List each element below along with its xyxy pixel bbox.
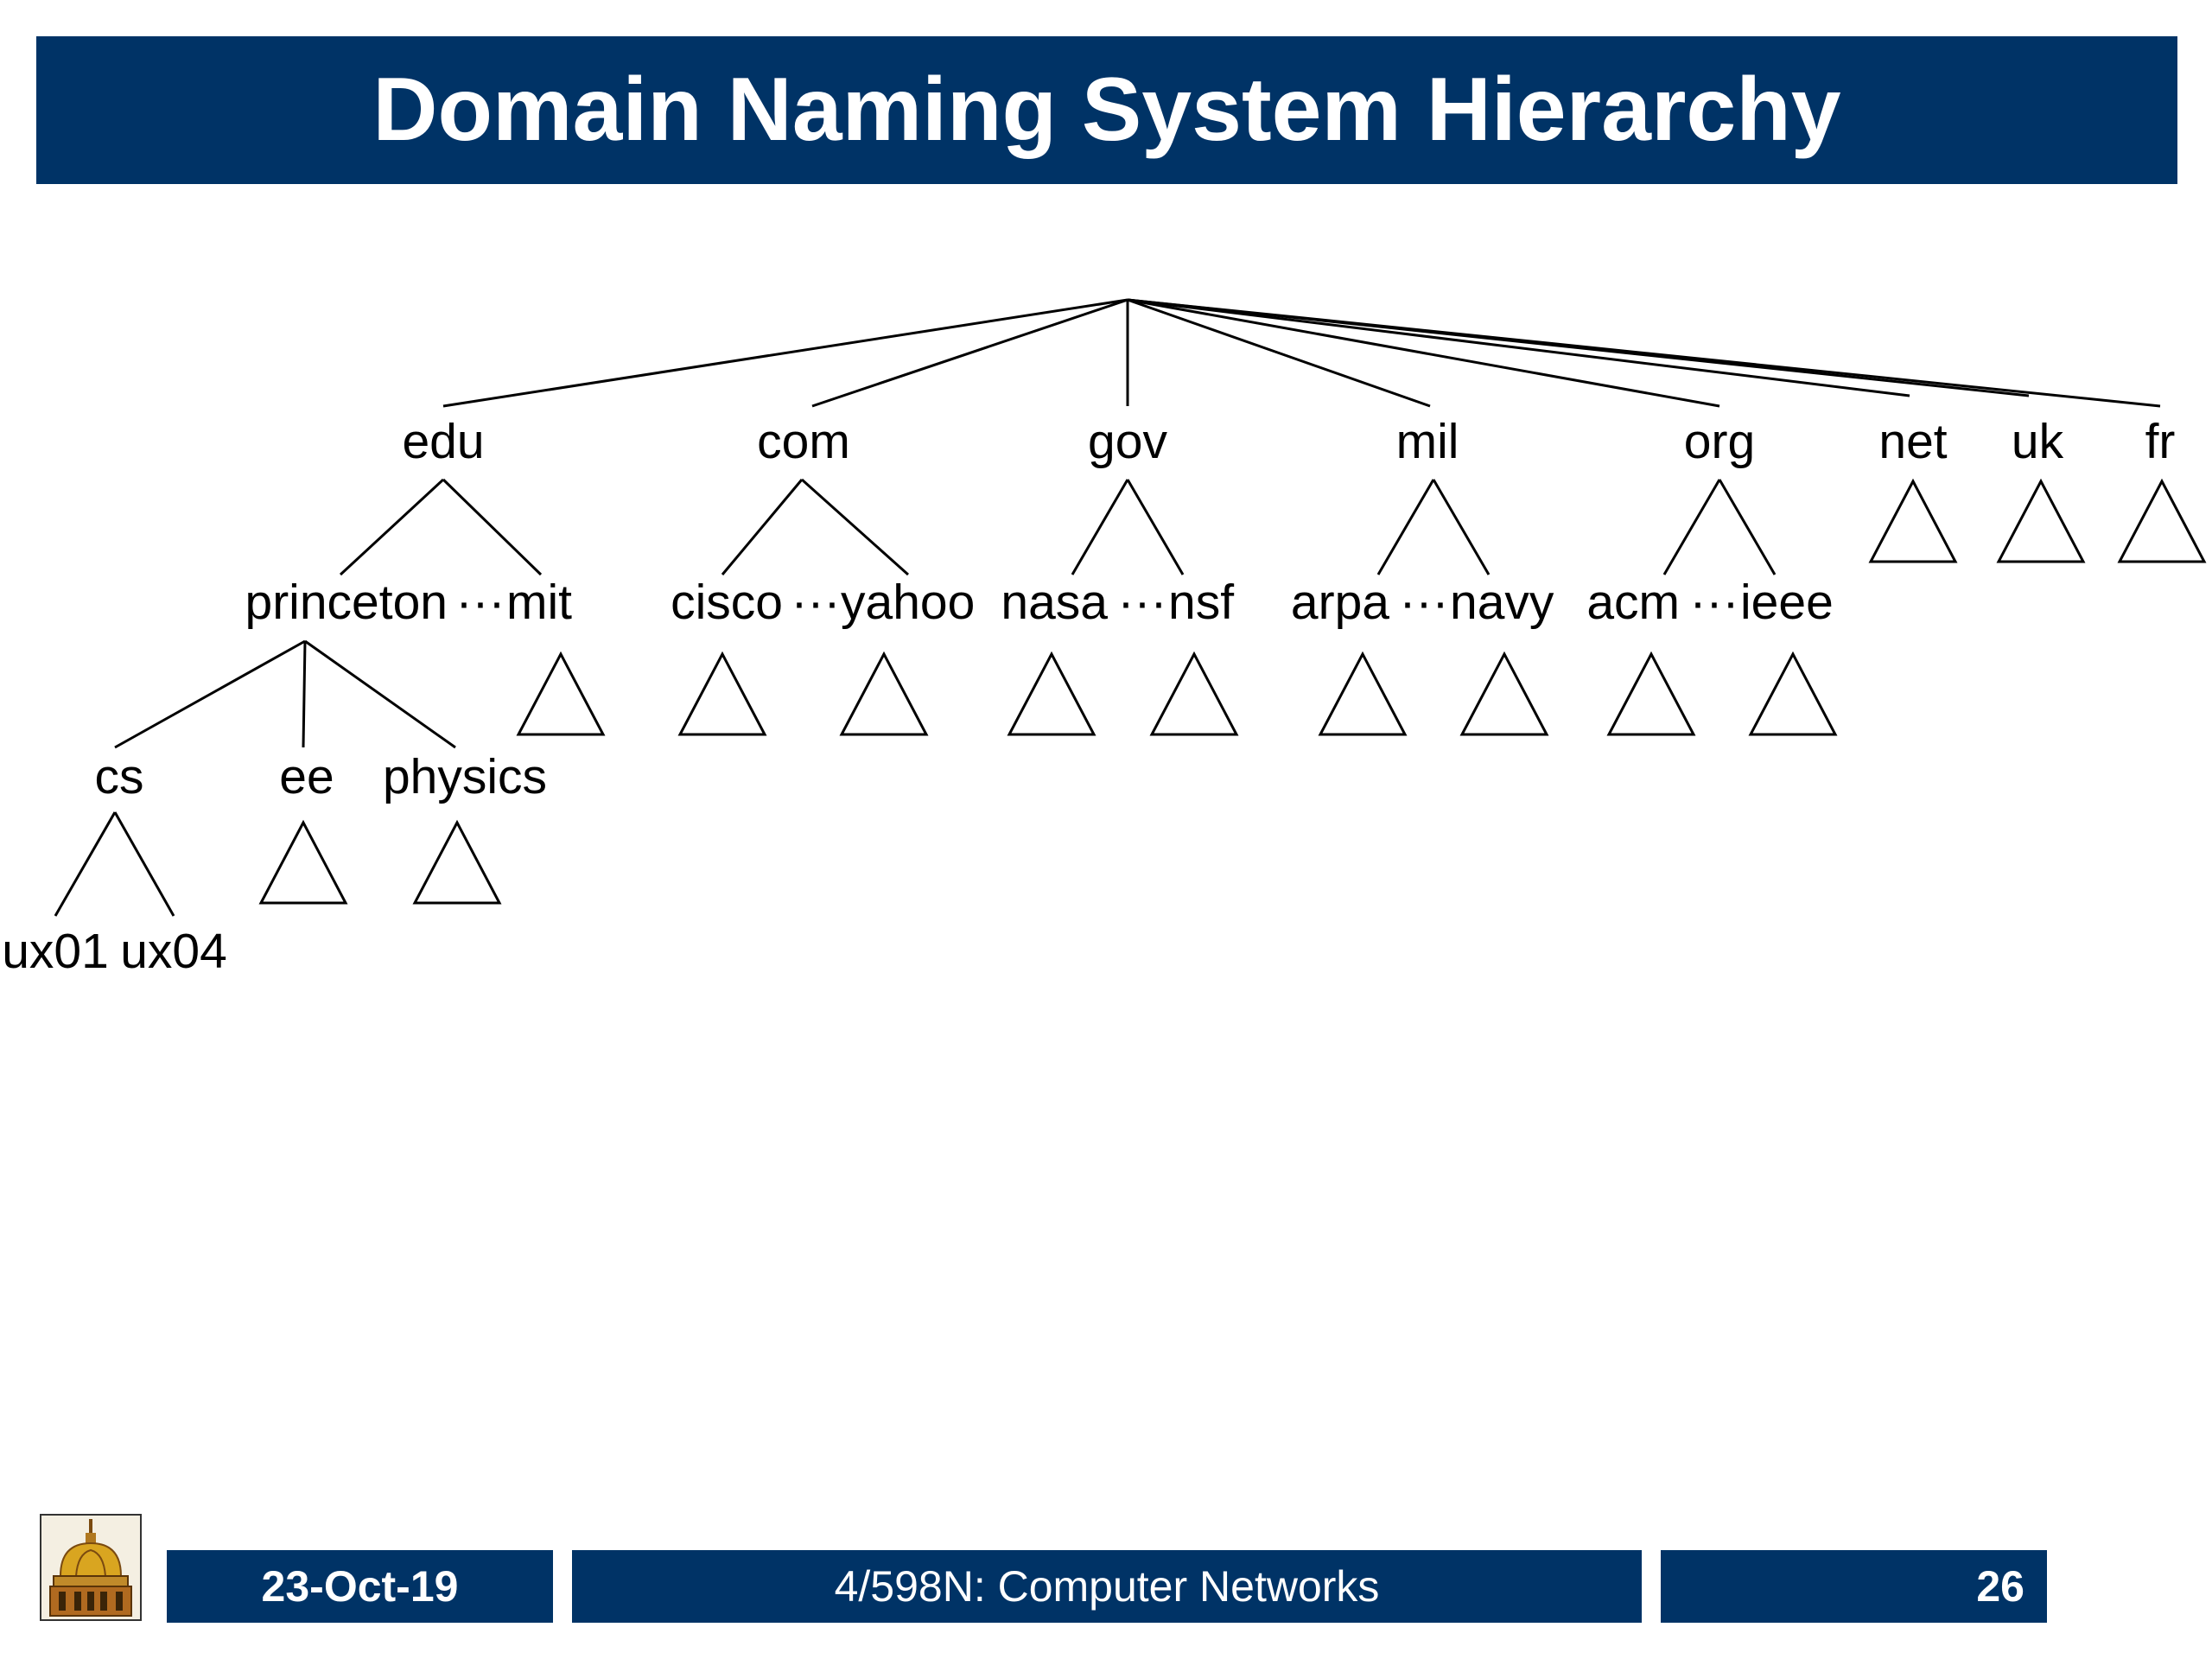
node-ee: ee: [279, 749, 334, 804]
slide-title: Domain Naming System Hierarchy: [36, 36, 2177, 184]
node-navy: navy: [1450, 575, 1554, 630]
node-uk: uk: [2012, 414, 2064, 469]
triangle-icon: [1748, 651, 1838, 736]
triangle-icon: [1868, 478, 1958, 563]
edge-gov-nsf: [1126, 479, 1185, 575]
edge-root-edu: [442, 298, 1128, 408]
node-mit: mit: [506, 575, 572, 630]
edge-mil-arpa: [1376, 479, 1435, 575]
node-nsf: nsf: [1168, 575, 1234, 630]
golden-dome-logo-icon: [40, 1514, 142, 1621]
edge-root-net: [1127, 298, 1910, 397]
ellipsis: ···: [791, 575, 841, 630]
footer-course-title: 4/598N: Computer Networks: [572, 1550, 1642, 1623]
triangle-icon: [1459, 651, 1549, 736]
edge-root-mil: [1127, 298, 1431, 408]
edge-root-fr: [1127, 298, 2161, 408]
triangle-icon: [1007, 651, 1096, 736]
node-fr: fr: [2145, 414, 2176, 469]
node-ieee: ieee: [1740, 575, 1834, 630]
edge-root-org: [1127, 298, 1720, 408]
edge-gov-nasa: [1071, 479, 1129, 575]
node-cisco: cisco: [671, 575, 783, 630]
footer-page-number: 26: [1661, 1550, 2047, 1623]
triangle-icon: [516, 651, 606, 736]
edge-princeton-ee: [302, 640, 307, 748]
node-net: net: [1878, 414, 1947, 469]
node-cs: cs: [95, 749, 144, 804]
node-princeton: princeton: [245, 575, 448, 630]
edge-edu-princeton: [339, 478, 445, 576]
edge-com-cisco: [721, 479, 804, 575]
edge-cs-ux04: [113, 811, 175, 917]
node-ux01: ux01: [2, 924, 109, 979]
triangle-icon: [412, 819, 502, 905]
edge-edu-mit: [442, 478, 543, 576]
edge-com-yahoo: [801, 478, 909, 576]
node-gov: gov: [1088, 414, 1167, 469]
triangle-icon: [839, 651, 929, 736]
ellipsis: ···: [1118, 575, 1167, 630]
triangle-icon: [1318, 651, 1408, 736]
node-org: org: [1684, 414, 1755, 469]
triangle-icon: [677, 651, 767, 736]
node-com: com: [757, 414, 850, 469]
ellipsis: ···: [1400, 575, 1449, 630]
edge-cs-ux01: [54, 811, 117, 917]
edge-root-com: [811, 298, 1128, 408]
edge-org-ieee: [1718, 479, 1777, 575]
triangle-icon: [1996, 478, 2086, 563]
footer-date: 23-Oct-19: [167, 1550, 553, 1623]
node-ux04: ux04: [120, 924, 227, 979]
edge-mil-navy: [1432, 479, 1491, 575]
triangle-icon: [2117, 478, 2207, 563]
edge-princeton-physics: [304, 639, 456, 749]
ellipsis: ···: [456, 575, 505, 630]
triangle-icon: [1606, 651, 1696, 736]
edge-org-acm: [1662, 479, 1721, 575]
triangle-icon: [258, 819, 348, 905]
node-mil: mil: [1396, 414, 1459, 469]
triangle-icon: [1149, 651, 1239, 736]
ellipsis: ···: [1690, 575, 1739, 630]
node-yahoo: yahoo: [841, 575, 975, 630]
node-physics: physics: [383, 749, 547, 804]
edge-princeton-cs: [114, 639, 306, 749]
node-nasa: nasa: [1001, 575, 1108, 630]
node-arpa: arpa: [1291, 575, 1389, 630]
node-acm: acm: [1586, 575, 1680, 630]
node-edu: edu: [402, 414, 484, 469]
